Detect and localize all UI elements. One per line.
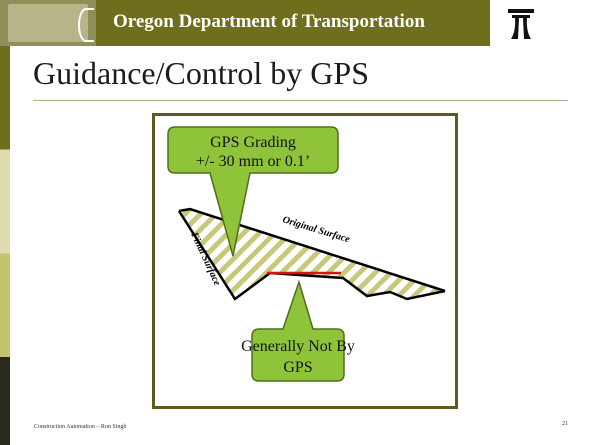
slide-title: Guidance/Control by GPS	[33, 55, 369, 91]
callout-bottom-line2: GPS	[283, 359, 312, 376]
final-surface-line	[177, 210, 446, 301]
title-rule	[33, 100, 568, 101]
callout-bottom-line1: Generally Not By	[241, 338, 355, 355]
footer-author: Construction Automation – Ron Singh	[34, 424, 127, 430]
callout-top	[167, 126, 339, 257]
organization-name: Oregon Department of Transportation	[113, 11, 425, 32]
odot-logo-icon	[508, 9, 534, 39]
cut-area	[179, 209, 445, 299]
page-number: 21	[562, 421, 568, 427]
header-banner: Oregon Department of Transportation	[0, 0, 490, 46]
left-accent-bar	[0, 46, 10, 445]
oregon-seal-icon	[0, 0, 96, 46]
diagram-frame: Original Surface Final Surface GPS Gradi…	[152, 113, 458, 409]
callout-top-line1: GPS Grading	[210, 134, 296, 151]
callout-top-line2: +/- 30 mm or 0.1’	[196, 153, 310, 170]
callout-bottom	[251, 279, 345, 382]
original-surface-line	[178, 207, 446, 293]
grading-diagram: Original Surface Final Surface GPS Gradi…	[167, 126, 446, 382]
